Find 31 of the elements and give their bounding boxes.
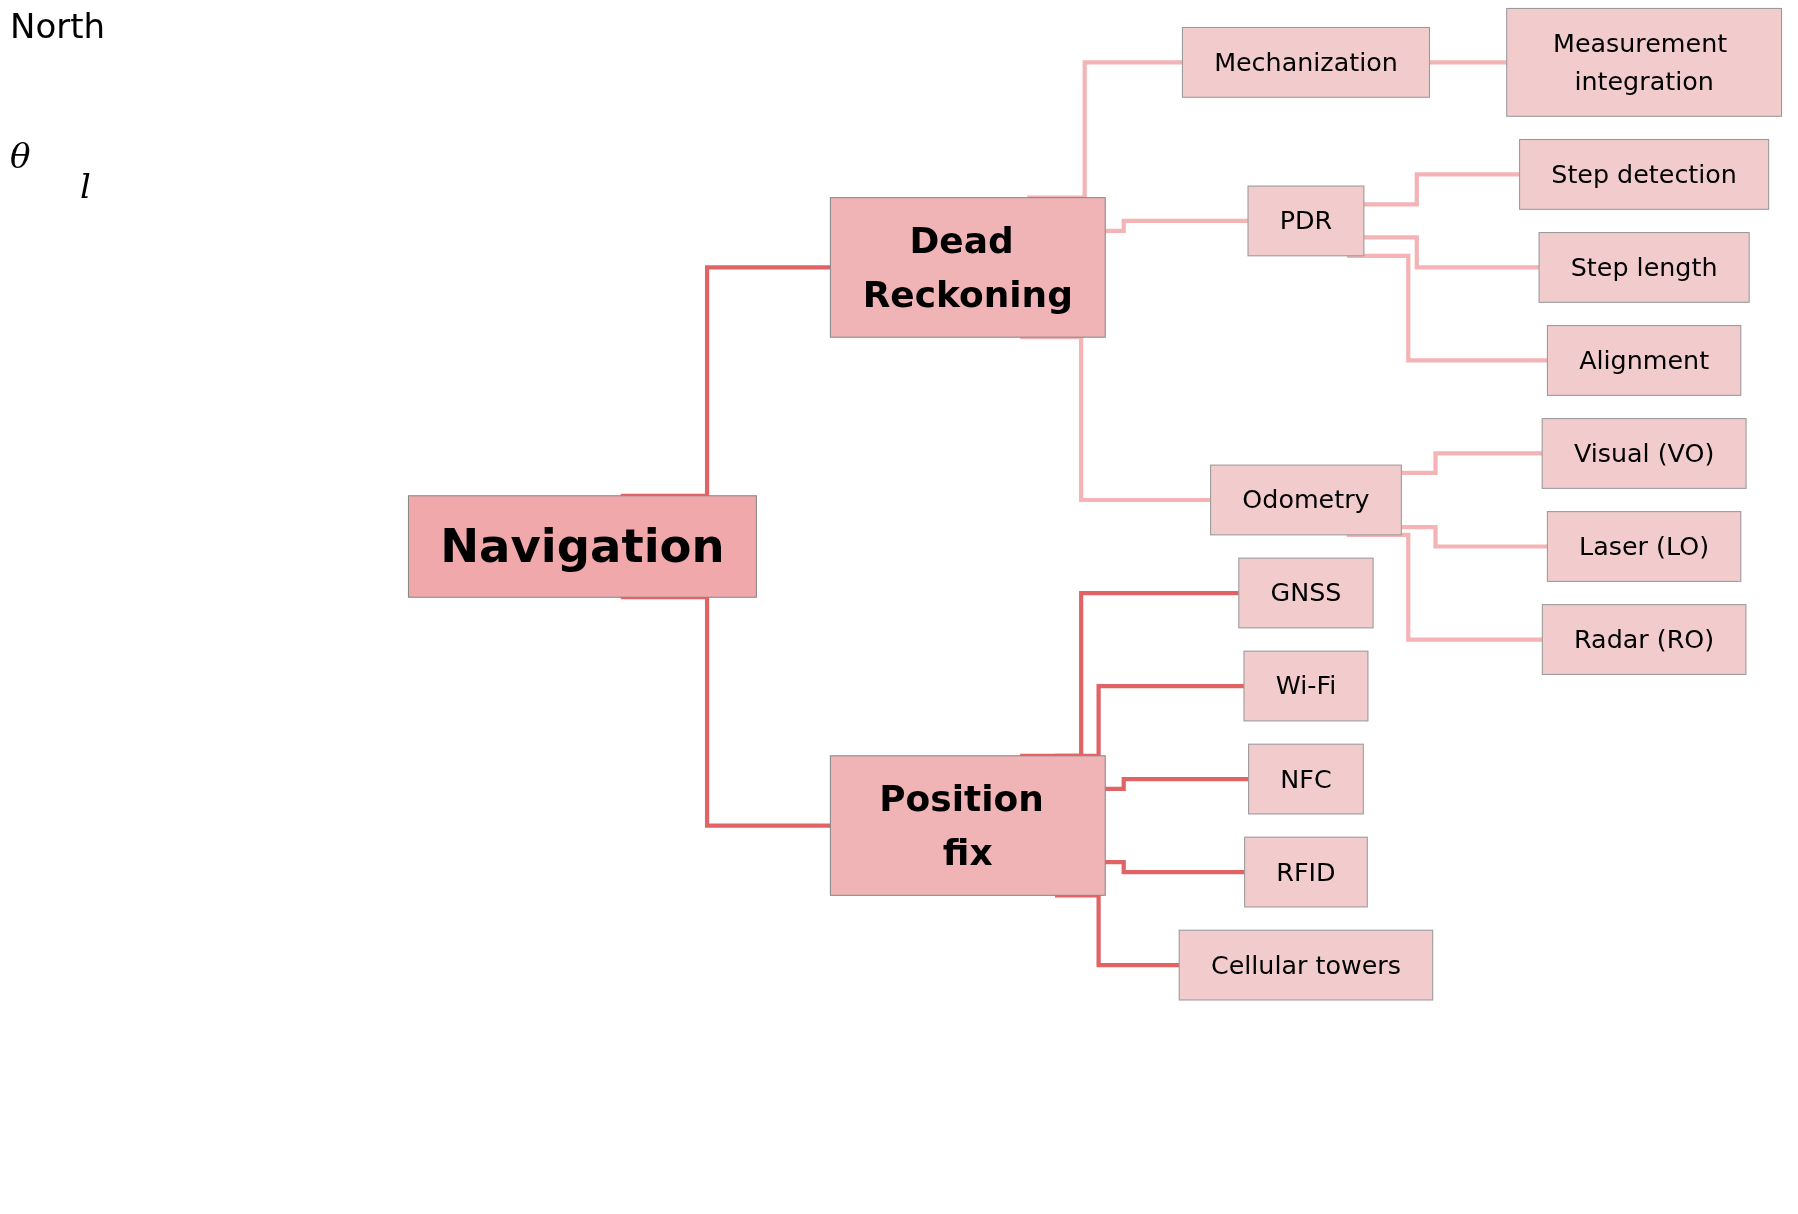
connector xyxy=(1105,776,1249,792)
node-box: Radar (RO) xyxy=(1541,604,1747,675)
connector xyxy=(1346,253,1548,363)
node-box: Navigation xyxy=(407,495,757,598)
node-box: Step length xyxy=(1538,232,1750,303)
node-box: Dead Reckoning xyxy=(829,197,1106,338)
node-box: Laser (LO) xyxy=(1546,511,1742,582)
connector xyxy=(1363,172,1520,207)
node-box: NFC xyxy=(1248,743,1364,815)
node-box: GNSS xyxy=(1238,557,1374,629)
connector xyxy=(1429,60,1507,65)
node-box: Alignment xyxy=(1546,325,1742,396)
connector xyxy=(1346,532,1543,642)
node-box: Position fix xyxy=(829,755,1106,896)
node-box: RFID xyxy=(1244,836,1368,908)
node-box: Visual (VO) xyxy=(1541,418,1747,489)
connector xyxy=(1105,860,1245,875)
node-box: Odometry xyxy=(1210,464,1402,536)
connector xyxy=(1105,218,1248,233)
node-box: Measurement integration xyxy=(1506,7,1783,117)
connector xyxy=(1401,524,1548,549)
direction-label: North xyxy=(10,6,106,46)
connector xyxy=(1401,451,1543,475)
connector xyxy=(1363,235,1540,270)
node-box: PDR xyxy=(1247,185,1365,257)
length-symbol: l xyxy=(80,166,91,206)
node-box: Wi-Fi xyxy=(1243,650,1369,722)
node-box: Cellular towers xyxy=(1178,929,1434,1001)
node-box: Step detection xyxy=(1519,139,1770,210)
angle-symbol: θ xyxy=(10,136,31,176)
node-box: Mechanization xyxy=(1181,26,1431,98)
